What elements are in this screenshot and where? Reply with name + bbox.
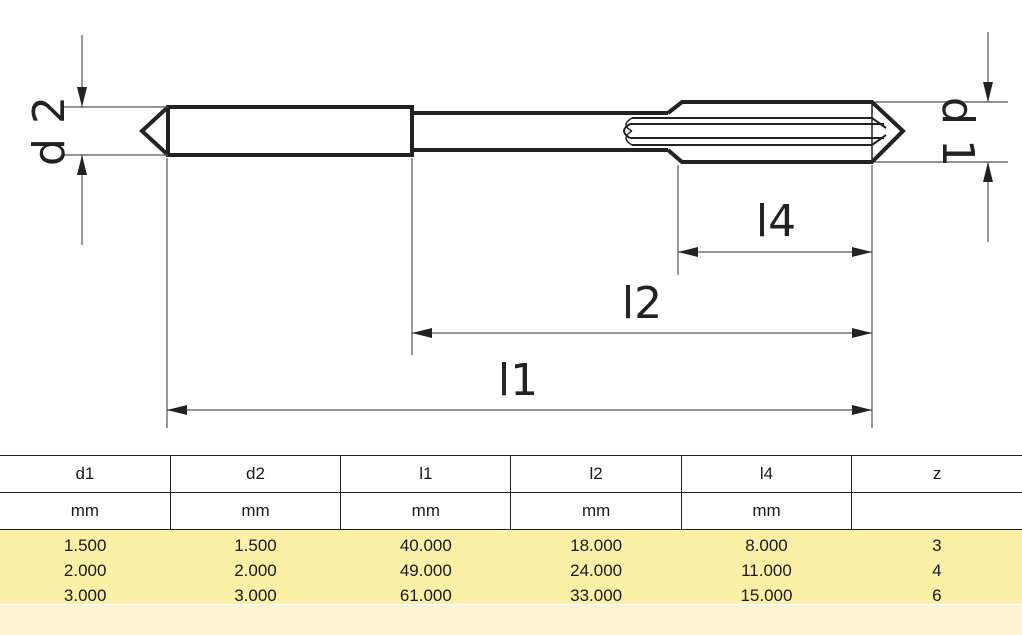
column-header: d1 <box>0 455 171 493</box>
unit-cell: mm <box>0 492 171 530</box>
table-cell: 18.000 <box>570 536 623 555</box>
unit-cell: mm <box>510 492 682 530</box>
table-cell: 1.500 <box>63 536 107 555</box>
shank-center-point <box>139 105 170 157</box>
table-units-row: mm mm mm mm mm <box>0 492 1022 530</box>
table-cell: 11.000 <box>741 561 792 580</box>
dimension-table: d1 d2 l1 l2 l4 z mm mm mm mm mm 1.500 1.… <box>0 455 1022 610</box>
table-cell: 2.000 <box>63 561 107 580</box>
unit-cell <box>851 492 1022 530</box>
unit-cell: mm <box>170 492 342 530</box>
table-cell: 2.000 <box>234 561 277 580</box>
l4-label: l4 <box>756 196 796 247</box>
unit-cell: mm <box>681 492 853 530</box>
table-cell: 3.000 <box>234 586 277 605</box>
table-cell: 61.000 <box>399 586 452 605</box>
table-row: 1.500 1.500 40.000 18.000 8.000 3 <box>0 529 1022 558</box>
table-cell: 6 <box>932 586 942 605</box>
table-cell: 15.000 <box>740 586 793 605</box>
column-header: d2 <box>170 455 342 493</box>
table-cell: 8.000 <box>745 536 788 555</box>
cutting-part <box>666 100 906 164</box>
table-cell: 3 <box>932 536 942 555</box>
l2-label: l2 <box>622 278 662 329</box>
table-cell: 24.000 <box>570 561 623 580</box>
l1-label: l1 <box>498 355 538 406</box>
table-row: 2.000 2.000 49.000 24.000 11.000 4 <box>0 558 1022 583</box>
reamer-outline <box>139 100 906 164</box>
table-header-row: d1 d2 l1 l2 l4 z <box>0 455 1022 493</box>
d2-label: d 2 <box>24 96 75 166</box>
column-header: l4 <box>681 455 853 493</box>
table-cell: 49.000 <box>399 561 452 580</box>
flutes <box>623 117 887 146</box>
shank-body <box>166 105 414 157</box>
column-header: l2 <box>510 455 682 493</box>
table-cell: 3.000 <box>63 586 107 605</box>
extension-lines <box>64 101 1008 428</box>
table-cell: 1.500 <box>234 536 277 555</box>
column-header: l1 <box>340 455 512 493</box>
table-cell: 33.000 <box>570 586 623 605</box>
column-header: z <box>851 455 1022 493</box>
table-cell: 40.000 <box>399 536 452 555</box>
unit-cell: mm <box>340 492 512 530</box>
d1-label: d 1 <box>932 97 983 167</box>
table-cell: 4 <box>932 561 942 580</box>
neck <box>412 111 668 152</box>
reamer-technical-drawing: d 2 d 1 l4 l2 l1 <box>24 32 1008 428</box>
footer-band <box>0 605 1022 635</box>
